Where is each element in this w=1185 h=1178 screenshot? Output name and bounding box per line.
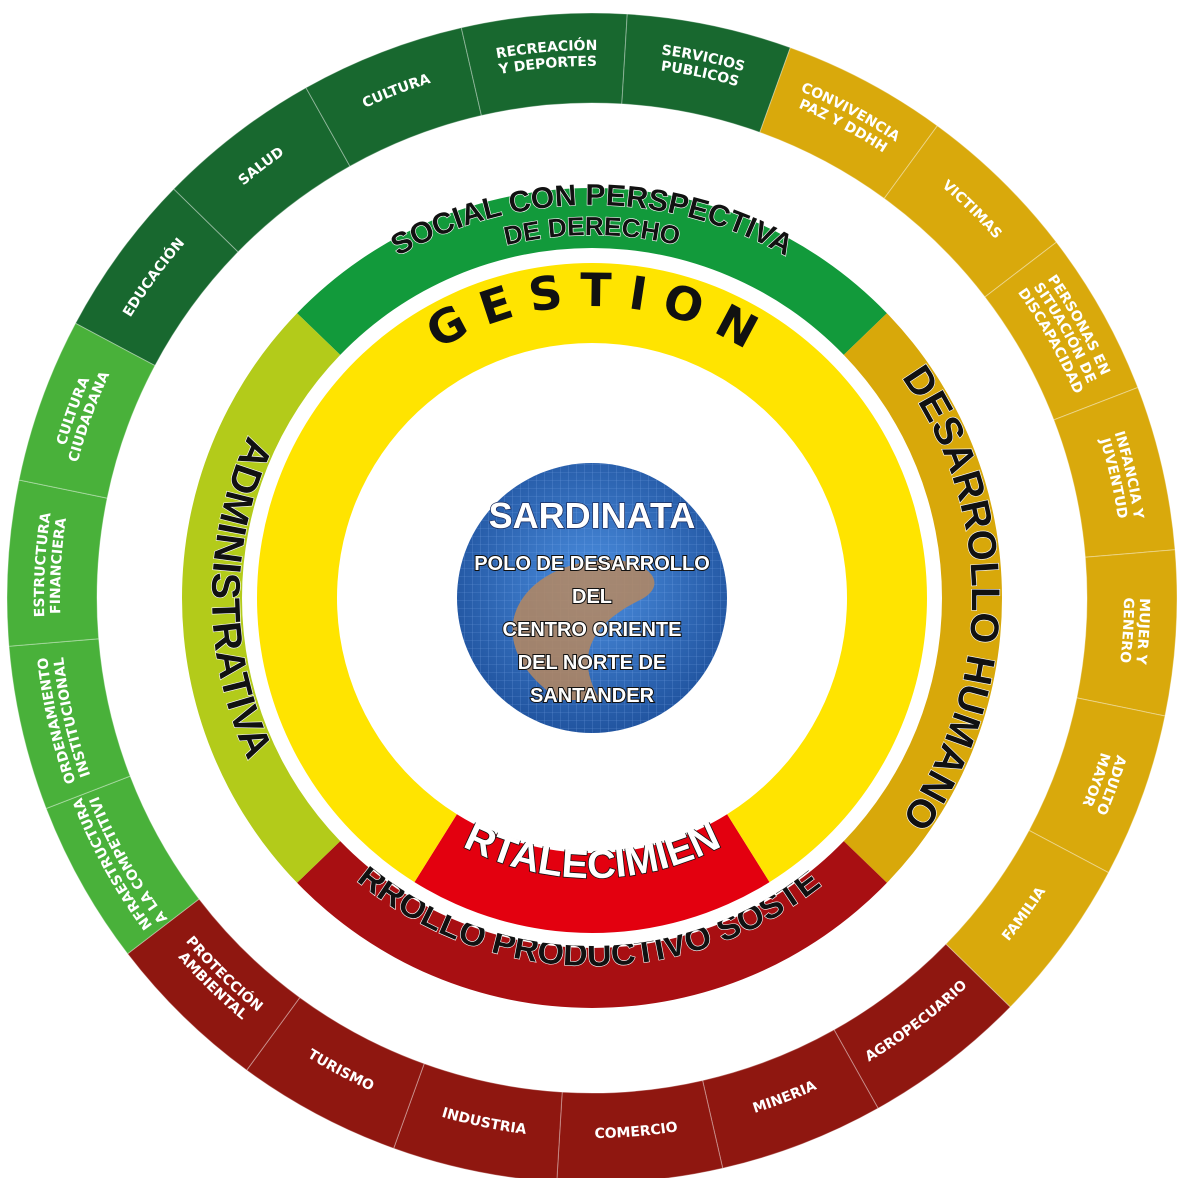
middle-segment-administrativa (181, 313, 341, 883)
inner-segment-fortalecimiento (414, 814, 770, 933)
center-subtitle-line: CENTRO ORIENTE (503, 619, 682, 641)
outer-segment-label: GENERO (1116, 597, 1136, 663)
outer-segment (18, 322, 156, 499)
outer-segment (945, 829, 1110, 1008)
outer-segment-label: MUJER Y (1132, 598, 1152, 666)
outer-segment (45, 775, 200, 955)
outer-segment (701, 1029, 879, 1169)
outer-segment (173, 87, 351, 253)
middle-segment-desarrollo-productivo (297, 841, 887, 1008)
middle-segment-desarrollo-humano (843, 313, 1002, 883)
outer-segment (621, 13, 791, 133)
outer-segment (460, 12, 628, 117)
center-subtitle: POLO DE DESARROLLO DEL CENTRO ORIENTE DEL N… (473, 552, 711, 708)
outer-segment (759, 47, 939, 200)
center-subtitle-line: SANTANDER (530, 685, 655, 707)
outer-segment (984, 241, 1139, 421)
center-logo: SARDINATA POLO DE DESARROLLO DEL CENTRO OR… (457, 463, 727, 733)
center-subtitle-line: DEL NORTE DE (518, 652, 667, 674)
center-subtitle-line: DEL (572, 586, 612, 608)
outer-segment (6, 479, 108, 647)
outer-segment (1076, 549, 1178, 717)
outer-segment (883, 125, 1058, 298)
center-title: SARDINATA (489, 495, 696, 536)
outer-segment (8, 638, 131, 810)
swoosh-icon (512, 560, 655, 700)
center-subtitle-line: POLO DE DESARROLLO (474, 553, 710, 575)
middle-segment-social (297, 188, 887, 355)
